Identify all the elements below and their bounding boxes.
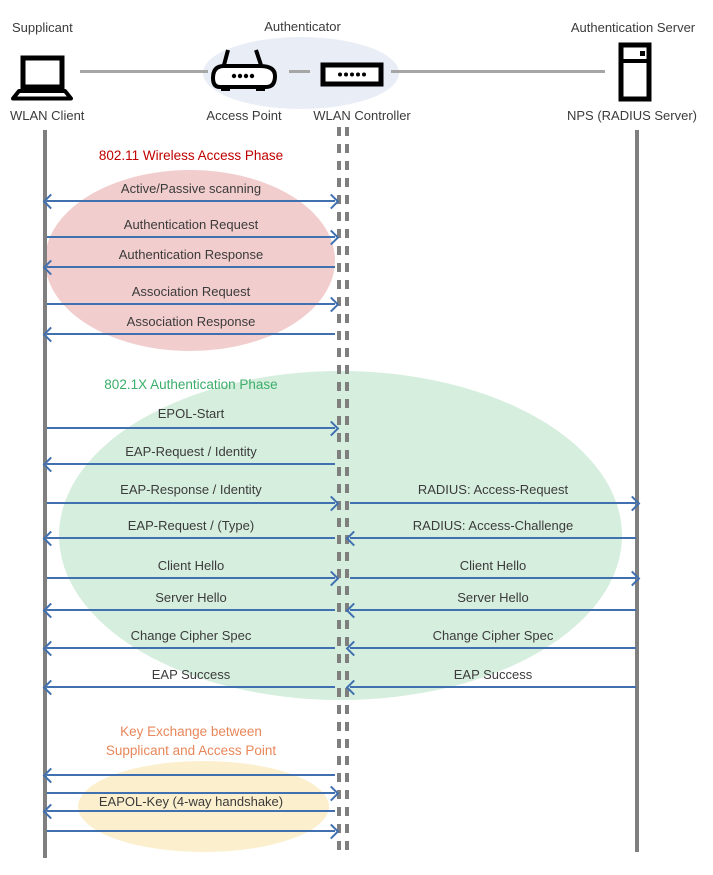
phase3-title-line1: Key Exchange between — [120, 724, 262, 739]
phase3-ellipse — [78, 761, 329, 852]
device-label-wlan-client: WLAN Client — [10, 108, 85, 123]
link-client-ap — [80, 70, 208, 73]
link-controller-server — [391, 70, 605, 73]
access-point-icon — [210, 47, 278, 95]
message-label: EAPOL-Key (4-way handshake) — [98, 794, 284, 809]
message-label: EAP Success — [453, 667, 533, 682]
arrow-right — [47, 427, 335, 429]
role-title-auth-server: Authentication Server — [570, 20, 696, 35]
lifeline-controller-dash-2 — [345, 127, 349, 856]
arrow-right — [47, 792, 335, 794]
message-label: Association Request — [131, 284, 251, 299]
link-ap-controller — [289, 70, 310, 73]
arrow-left — [350, 647, 636, 649]
lifeline-server — [635, 130, 639, 852]
arrow-left — [47, 647, 335, 649]
laptop-icon — [11, 55, 73, 101]
message-label: EPOL-Start — [157, 406, 225, 421]
message-label: Change Cipher Spec — [432, 628, 554, 643]
message-label: Change Cipher Spec — [130, 628, 252, 643]
message-label: Server Hello — [457, 590, 529, 605]
lifeline-client — [43, 130, 47, 858]
device-label-access-point: Access Point — [206, 108, 282, 123]
phase2-title: 802.1X Authentication Phase — [104, 377, 278, 392]
arrow-right — [47, 577, 335, 579]
message-label: EAP-Request / (Type) — [127, 518, 255, 533]
arrow-right — [350, 502, 636, 504]
role-title-authenticator: Authenticator — [264, 19, 341, 34]
arrow-right — [47, 502, 335, 504]
arrow-left — [47, 333, 335, 335]
message-label: EAP Success — [151, 667, 231, 682]
message-label: Client Hello — [157, 558, 225, 573]
message-label: EAP-Response / Identity — [120, 482, 262, 497]
message-label: Active/Passive scanning — [120, 181, 262, 196]
message-label: Server Hello — [155, 590, 227, 605]
device-label-wlan-controller: WLAN Controller — [313, 108, 411, 123]
message-label: RADIUS: Access-Request — [417, 482, 569, 497]
arrow-left — [47, 609, 335, 611]
phase1-title: 802.11 Wireless Access Phase — [98, 148, 284, 163]
arrow-left — [47, 463, 335, 465]
arrow-left — [47, 810, 335, 812]
message-label: Association Response — [126, 314, 256, 329]
arrow-right — [350, 577, 636, 579]
wlan-controller-icon — [320, 62, 384, 87]
message-label: RADIUS: Access-Challenge — [412, 518, 574, 533]
message-label: EAP-Request / Identity — [125, 444, 257, 459]
arrow-left — [350, 686, 636, 688]
message-label: Authentication Response — [118, 247, 264, 262]
server-icon — [618, 42, 652, 102]
arrow-left — [350, 609, 636, 611]
arrow-right — [47, 303, 335, 305]
device-label-nps: NPS (RADIUS Server) — [566, 108, 698, 123]
arrow-right — [47, 236, 335, 238]
phase3-title-line2: Supplicant and Access Point — [105, 743, 277, 758]
arrow-left — [350, 537, 636, 539]
arrow-left — [47, 774, 335, 776]
arrow-left — [47, 537, 335, 539]
message-label: Authentication Request — [123, 217, 259, 232]
message-label: Client Hello — [459, 558, 527, 573]
arrow-right — [47, 830, 335, 832]
arrow-left — [47, 266, 335, 268]
role-title-supplicant: Supplicant — [12, 20, 73, 35]
arrow-bidirectional — [47, 200, 335, 202]
arrow-left — [47, 686, 335, 688]
lifeline-controller-dash-1 — [337, 127, 341, 856]
